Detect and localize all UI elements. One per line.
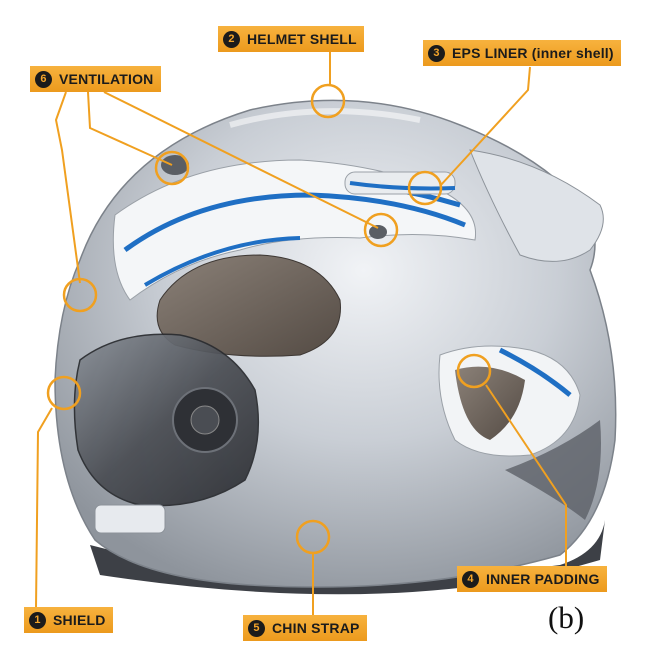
callout-circle-shield (46, 375, 82, 411)
leader-lines (35, 50, 567, 616)
callout-circle-inner-padding (456, 353, 492, 389)
label-number-badge: 6 (35, 70, 52, 88)
vent-hole (369, 225, 387, 239)
callout-circles (46, 83, 492, 555)
leader-ventilation-3 (54, 91, 81, 284)
leader-eps-liner (439, 66, 531, 187)
figure-tag: (b) (548, 600, 585, 635)
eps-liner-cutaway (112, 159, 477, 301)
label-number-badge: 5 (248, 619, 265, 637)
label-text: CHIN STRAP (272, 620, 360, 636)
label-text: INNER PADDING (486, 571, 600, 587)
liner-stripe (143, 236, 301, 287)
label-number-badge: 2 (223, 30, 240, 48)
label-number-badge: 1 (29, 611, 46, 629)
leader-shield (35, 407, 53, 609)
label-chin-strap: 5 CHIN STRAP (243, 615, 367, 641)
label-text: VENTILATION (59, 71, 154, 87)
leader-inner-padding (485, 384, 567, 567)
leader-ventilation-2 (103, 91, 379, 229)
label-text: EPS LINER (inner shell) (452, 45, 614, 61)
label-helmet-shell: 2 HELMET SHELL (218, 26, 364, 52)
label-inner-padding: 4 INNER PADDING (457, 566, 607, 592)
callout-circle-eps-liner (407, 170, 443, 206)
label-number-badge: 3 (428, 44, 445, 62)
label-ventilation: 6 VENTILATION (30, 66, 161, 92)
helmet-illustration (54, 99, 617, 595)
label-eps-liner: 3 EPS LINER (inner shell) (423, 40, 621, 66)
label-number-badge: 4 (462, 570, 479, 588)
leader-ventilation-1 (87, 91, 173, 166)
callout-circle-ventilation-1 (154, 150, 190, 186)
vent-hole (161, 155, 189, 175)
callout-circle-ventilation-3 (62, 277, 98, 313)
label-text: SHIELD (53, 612, 106, 628)
callout-circle-chin-strap (295, 519, 331, 555)
label-shield: 1 SHIELD (24, 607, 113, 633)
face-shield (73, 333, 260, 507)
callout-circle-helmet-shell (310, 83, 346, 119)
label-text: HELMET SHELL (247, 31, 357, 47)
callout-circle-ventilation-2 (363, 212, 399, 248)
